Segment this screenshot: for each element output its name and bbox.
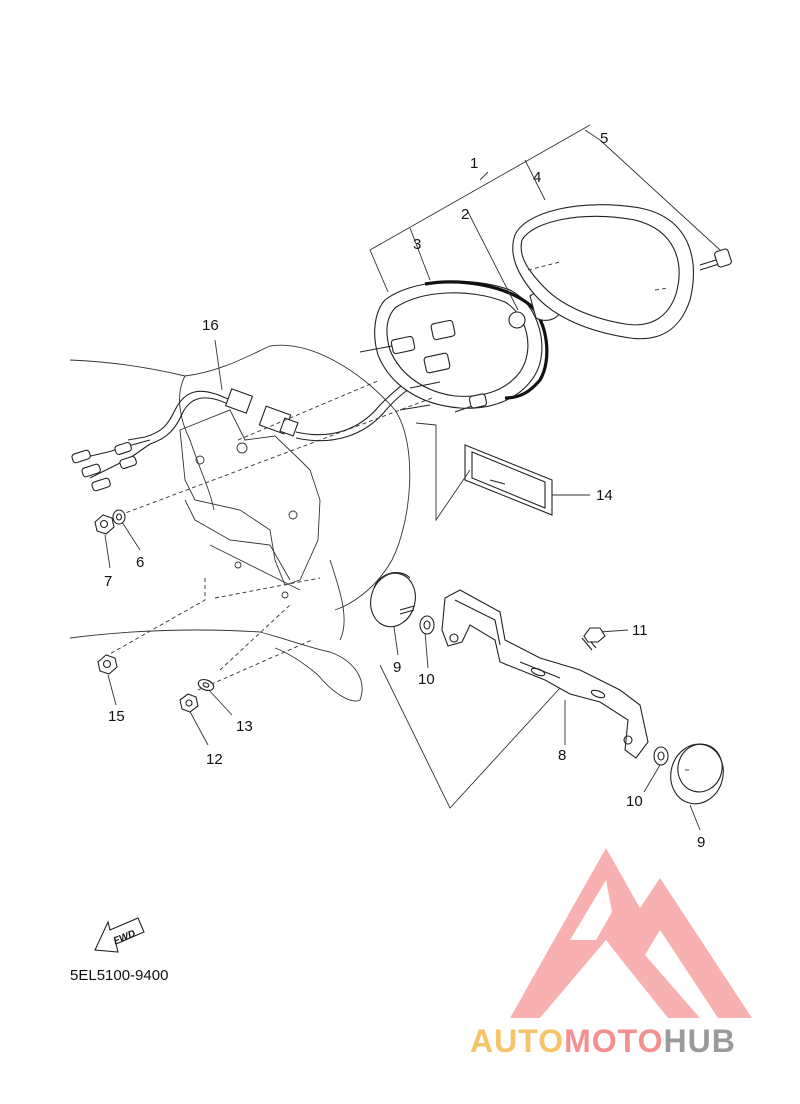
side-reflector-right [670, 743, 724, 805]
rear-fender-outline [69, 344, 411, 702]
license-bracket-outline [179, 409, 321, 599]
forward-arrow-icon: FWD [94, 917, 145, 953]
label-6: 6 [136, 554, 144, 571]
label-9-right: 9 [697, 834, 705, 851]
watermark-hub: HUB [663, 1023, 735, 1059]
side-reflector-left [370, 572, 416, 628]
bolt-11 [581, 627, 606, 651]
label-10-left: 10 [418, 671, 435, 688]
reflector [464, 444, 553, 516]
label-5: 5 [600, 130, 608, 147]
watermark-text: AUTOMOTOHUB [470, 1023, 736, 1059]
nut-7 [94, 514, 115, 535]
label-2: 2 [461, 206, 469, 223]
reflector-bracket [441, 589, 649, 759]
label-9-left: 9 [393, 659, 401, 676]
tail-light-lens [512, 204, 694, 340]
wire-harness [71, 375, 421, 492]
label-11: 11 [632, 622, 648, 639]
watermark-moto: MOTO [564, 1023, 663, 1059]
catalog-code: 5EL5100-9400 [70, 967, 168, 984]
watermark-auto: AUTO [470, 1023, 564, 1059]
nut-15 [97, 654, 118, 675]
washer-10-right [653, 746, 669, 766]
label-7: 7 [104, 573, 112, 590]
washer-10-left [419, 615, 435, 635]
label-10-right: 10 [626, 793, 643, 810]
label-3: 3 [413, 236, 421, 253]
part-labels: 1 2 3 4 5 6 7 8 9 9 10 10 11 12 13 14 15… [104, 130, 705, 851]
nut-12 [179, 693, 199, 713]
label-4: 4 [533, 169, 541, 186]
label-15: 15 [108, 708, 125, 725]
automotohub-logo-icon [510, 848, 752, 1018]
label-8: 8 [558, 747, 566, 764]
label-12: 12 [206, 751, 223, 768]
washer-6 [112, 509, 126, 525]
washer-13 [197, 679, 215, 691]
screw [699, 248, 732, 271]
leader-lines [104, 124, 721, 831]
label-1: 1 [470, 155, 478, 172]
tail-light-housing [359, 280, 563, 413]
label-13: 13 [236, 718, 253, 735]
label-16: 16 [202, 317, 219, 334]
label-14: 14 [596, 487, 613, 504]
